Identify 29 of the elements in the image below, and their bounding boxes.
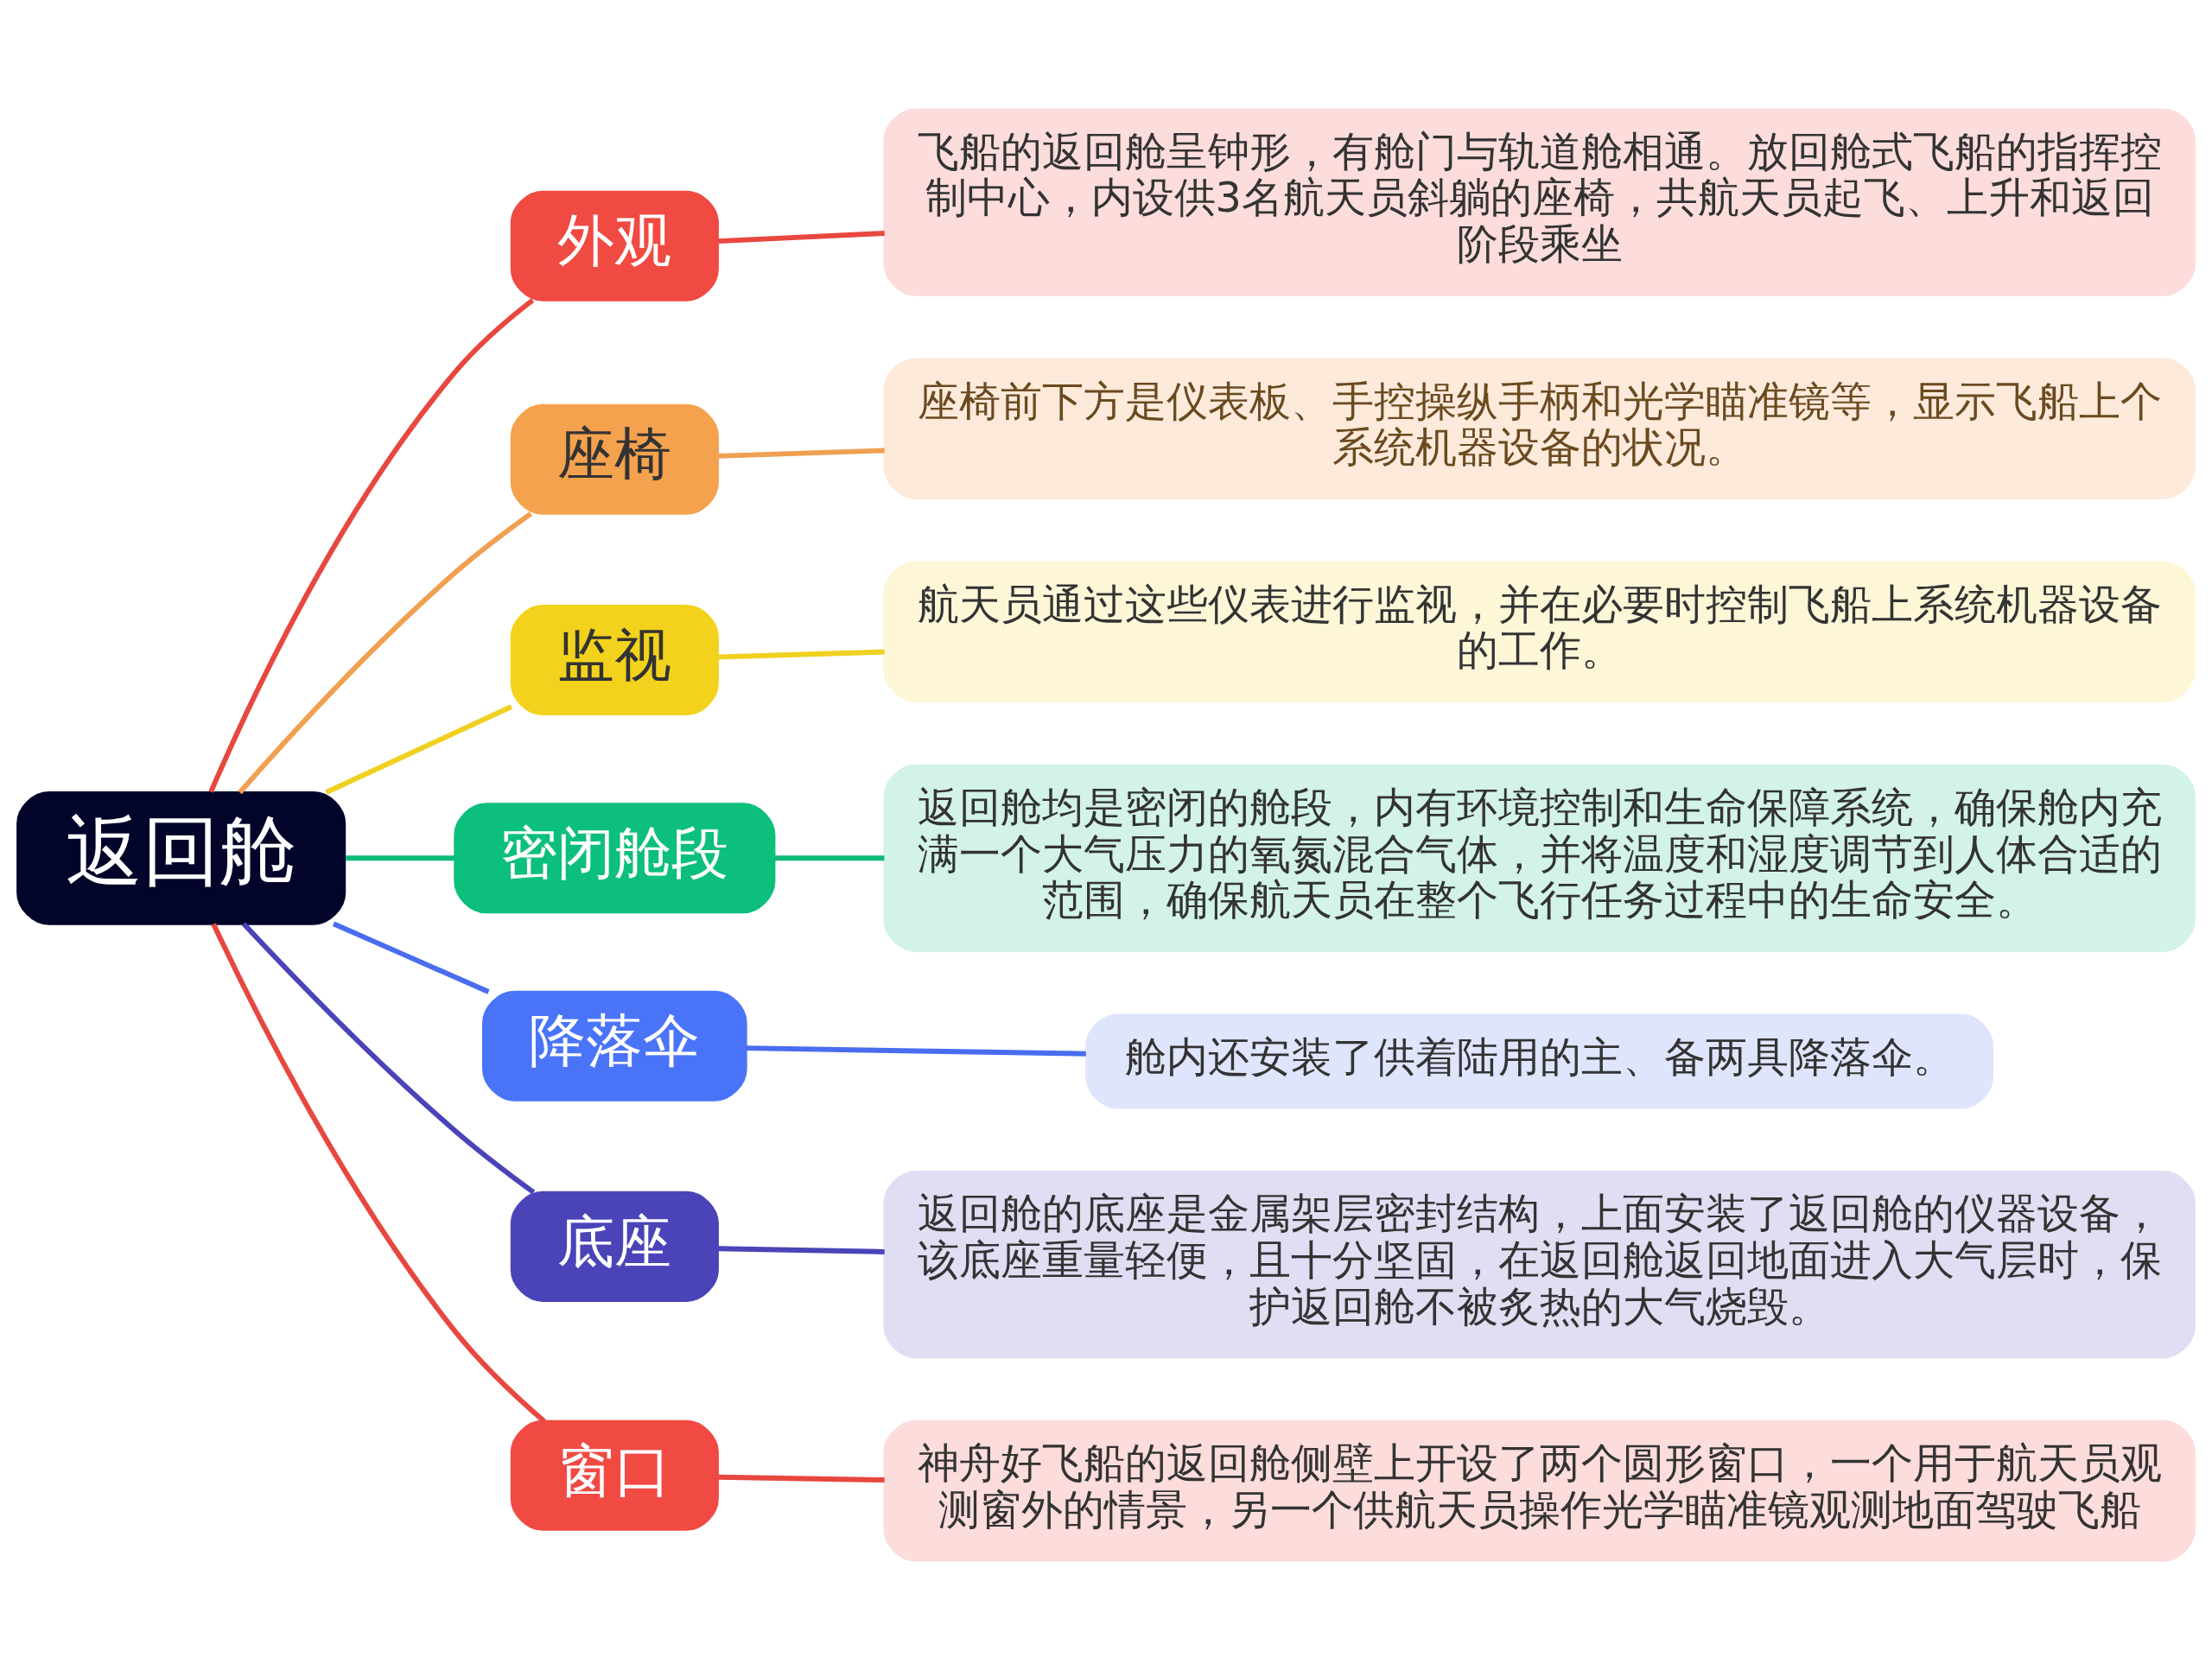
node-box: 座椅前下方是仪表板、手控操纵手柄和光学瞄准镜等，显示飞船上个系统机器设备的状况。 (883, 358, 2196, 499)
connector (746, 1045, 1086, 1057)
connector (325, 704, 513, 795)
node-box: 底座 (510, 1191, 719, 1302)
connector (332, 921, 490, 994)
node-box: 外观 (510, 190, 719, 302)
node-box: 降落伞 (482, 990, 747, 1102)
node-box: 神舟好飞船的返回舱侧壁上开设了两个圆形窗口，一个用于航天员观测窗外的情景，另一个供航天员操作光学瞄准镜观测地面驾驶飞船 (883, 1419, 2196, 1562)
connector (718, 1474, 885, 1483)
connector (774, 855, 885, 861)
node-box: 返回舱的底座是金属架层密封结构，上面安装了返回舱的仪器设备，该底座重量轻便，且十分坚固，在返回舱返回地面进入大气层时，保护返回舱不被炙热的大气烧毁。 (883, 1171, 2196, 1359)
node-box: 密闭舱段 (454, 803, 776, 914)
node-box: 返回舱 (16, 791, 346, 925)
connector (718, 231, 885, 244)
node-box: 监视 (510, 605, 719, 716)
connector (718, 1246, 885, 1254)
node-box: 飞船的返回舱呈钟形，有舱门与轨道舱相通。放回舱式飞船的指挥控制中心，内设供3名航天员斜躺的座椅，共航天员起飞、上升和返回阶段乘坐 (883, 108, 2196, 296)
node-box: 航天员通过这些仪表进行监视，并在必要时控制飞船上系统机器设备的工作。 (883, 561, 2196, 703)
connector (718, 649, 885, 660)
connector (208, 298, 535, 793)
connector (238, 511, 533, 795)
connector (346, 855, 455, 861)
node-box: 窗口 (510, 1419, 719, 1531)
connector (211, 923, 546, 1424)
connector (241, 922, 536, 1195)
connector (718, 448, 885, 459)
node-box: 返回舱均是密闭的舱段，内有环境控制和生命保障系统，确保舱内充满一个大气压力的氧氮混合气体，并将温度和湿度调节到人体合适的范围，确保航天员在整个飞行任务过程中的生命安全。 (883, 764, 2196, 952)
node-box: 舱内还安装了供着陆用的主、备两具降落伞。 (1085, 1013, 1994, 1109)
node-box: 座椅 (510, 403, 719, 515)
